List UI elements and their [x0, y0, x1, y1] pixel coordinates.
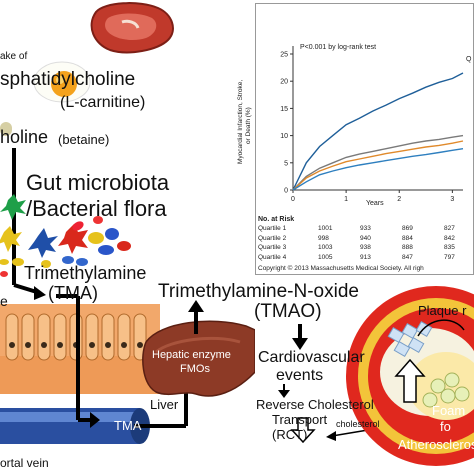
risk-cell: 827 [444, 225, 455, 232]
arrow-tma-to-vein [56, 294, 100, 428]
hollow-down-arrow-icon [290, 417, 316, 444]
risk-cell: 869 [402, 225, 413, 232]
chart-series-line-3 [292, 140, 464, 191]
supplement-pill-icon [0, 122, 12, 136]
chart-y-tick-label: 10 [280, 133, 288, 140]
egg-icon [33, 61, 91, 103]
gut-title-line1: Gut microbiota [26, 170, 170, 195]
chart-end-label: Q [466, 56, 472, 63]
liver-icon [142, 320, 255, 397]
chart-ylabel-line1: Myocardial Infarction, Stroke, [237, 79, 244, 164]
risk-cell: 1003 [318, 244, 333, 251]
risk-table-header: No. at Risk [258, 216, 295, 223]
risk-cell: 797 [444, 253, 455, 261]
chart-x-tick-label: 0 [291, 196, 295, 203]
risk-cell: 835 [444, 244, 455, 251]
risk-cell: 913 [360, 253, 371, 261]
risk-cell: 888 [402, 244, 413, 251]
rct-line1: Reverse Cholesterol [256, 397, 374, 412]
risk-cell: 842 [444, 234, 455, 242]
tmao-title-line2: (TMAO) [254, 301, 322, 322]
nutrient-title: sphatidylcholine [0, 69, 136, 90]
intake-prefix: ake of [0, 51, 28, 62]
chart-x-tick-label: 1 [344, 196, 348, 203]
steak-icon [90, 2, 174, 54]
tmao-title-line1: Trimethylamine-N-oxide [158, 281, 359, 302]
betaine-label: (betaine) [58, 132, 110, 147]
chart-x-tick-label: 3 [450, 196, 454, 203]
chart-pvalue: P<0.001 by log-rank test [300, 44, 377, 51]
foam-label-2: fo [440, 419, 451, 434]
risk-cell: 933 [360, 225, 371, 232]
chart-y-tick-label: 20 [280, 79, 288, 86]
chart-y-tick-label: 5 [284, 160, 288, 167]
cv-events-line1: Cardiovascular [258, 349, 365, 366]
risk-row-label: Quartile 4 [258, 253, 287, 261]
chart-y-tick-label: 25 [280, 52, 288, 59]
chart-xlabel: Years [366, 200, 384, 207]
chart-series-line-4 [292, 148, 464, 191]
enzyme-line1: Hepatic enzyme [152, 349, 231, 361]
choline-label: holine [0, 127, 49, 147]
vein-tma-label: TMA [114, 418, 142, 433]
arrow-liver-up [188, 300, 204, 334]
risk-row-label: Quartile 3 [258, 244, 287, 251]
hollow-up-arrow-icon [394, 358, 426, 403]
risk-cell: 884 [402, 234, 413, 242]
liver-label: Liver [150, 397, 179, 412]
right-graphics [278, 286, 474, 466]
arrow-tmao-to-cv [292, 324, 308, 350]
survival-chart: 0 5 10 15 20 25 0 1 2 3 [280, 46, 464, 203]
chart-series-line-1 [292, 72, 464, 191]
rct-line2: Transport [272, 412, 328, 427]
gut-title-line2: /Bacterial flora [26, 196, 167, 221]
foam-label: Foam [432, 403, 466, 418]
plaque-label: Plaque r [418, 303, 467, 318]
tma-edge-fragment: e [0, 293, 8, 309]
portal-vein-label: ortal vein [0, 456, 49, 470]
risk-cell: 940 [360, 234, 371, 242]
risk-row-label: Quartile 2 [258, 234, 287, 242]
artery-plaque-icon [346, 286, 474, 466]
cv-events-line2: events [276, 367, 324, 384]
nutrient-alt: (L-carnitine) [60, 94, 146, 111]
cholesterol-label: cholesterol [336, 419, 380, 429]
risk-cell: 847 [402, 253, 413, 261]
tma-label-line1: Trimethylamine [24, 263, 147, 283]
chart-x-tick-label: 2 [397, 196, 401, 203]
chart-ylabel-line2: or Death (%) [245, 107, 252, 144]
rct-line3: (RCT) [272, 427, 308, 442]
enzyme-line2: FMOs [180, 363, 210, 375]
pathway-graphics [0, 2, 255, 444]
atherosclerosis-label: Atherosclerosi [398, 437, 474, 452]
arrow-cv-to-rct [278, 384, 290, 398]
risk-row-label: Quartile 1 [258, 225, 287, 232]
bacteria-icons [0, 194, 131, 277]
risk-cell: 998 [318, 234, 329, 242]
risk-cell: 1001 [318, 225, 333, 232]
chart-y-tick-label: 0 [284, 188, 288, 195]
chart-y-tick-label: 15 [280, 106, 288, 113]
portal-vein [0, 408, 150, 444]
copyright-notice: Copyright © 2013 Massachusetts Medical S… [258, 265, 424, 272]
risk-cell: 1005 [318, 253, 333, 261]
risk-cell: 938 [360, 244, 371, 251]
chart-series-line-2 [292, 134, 464, 191]
tma-label-line2: (TMA) [48, 283, 98, 303]
